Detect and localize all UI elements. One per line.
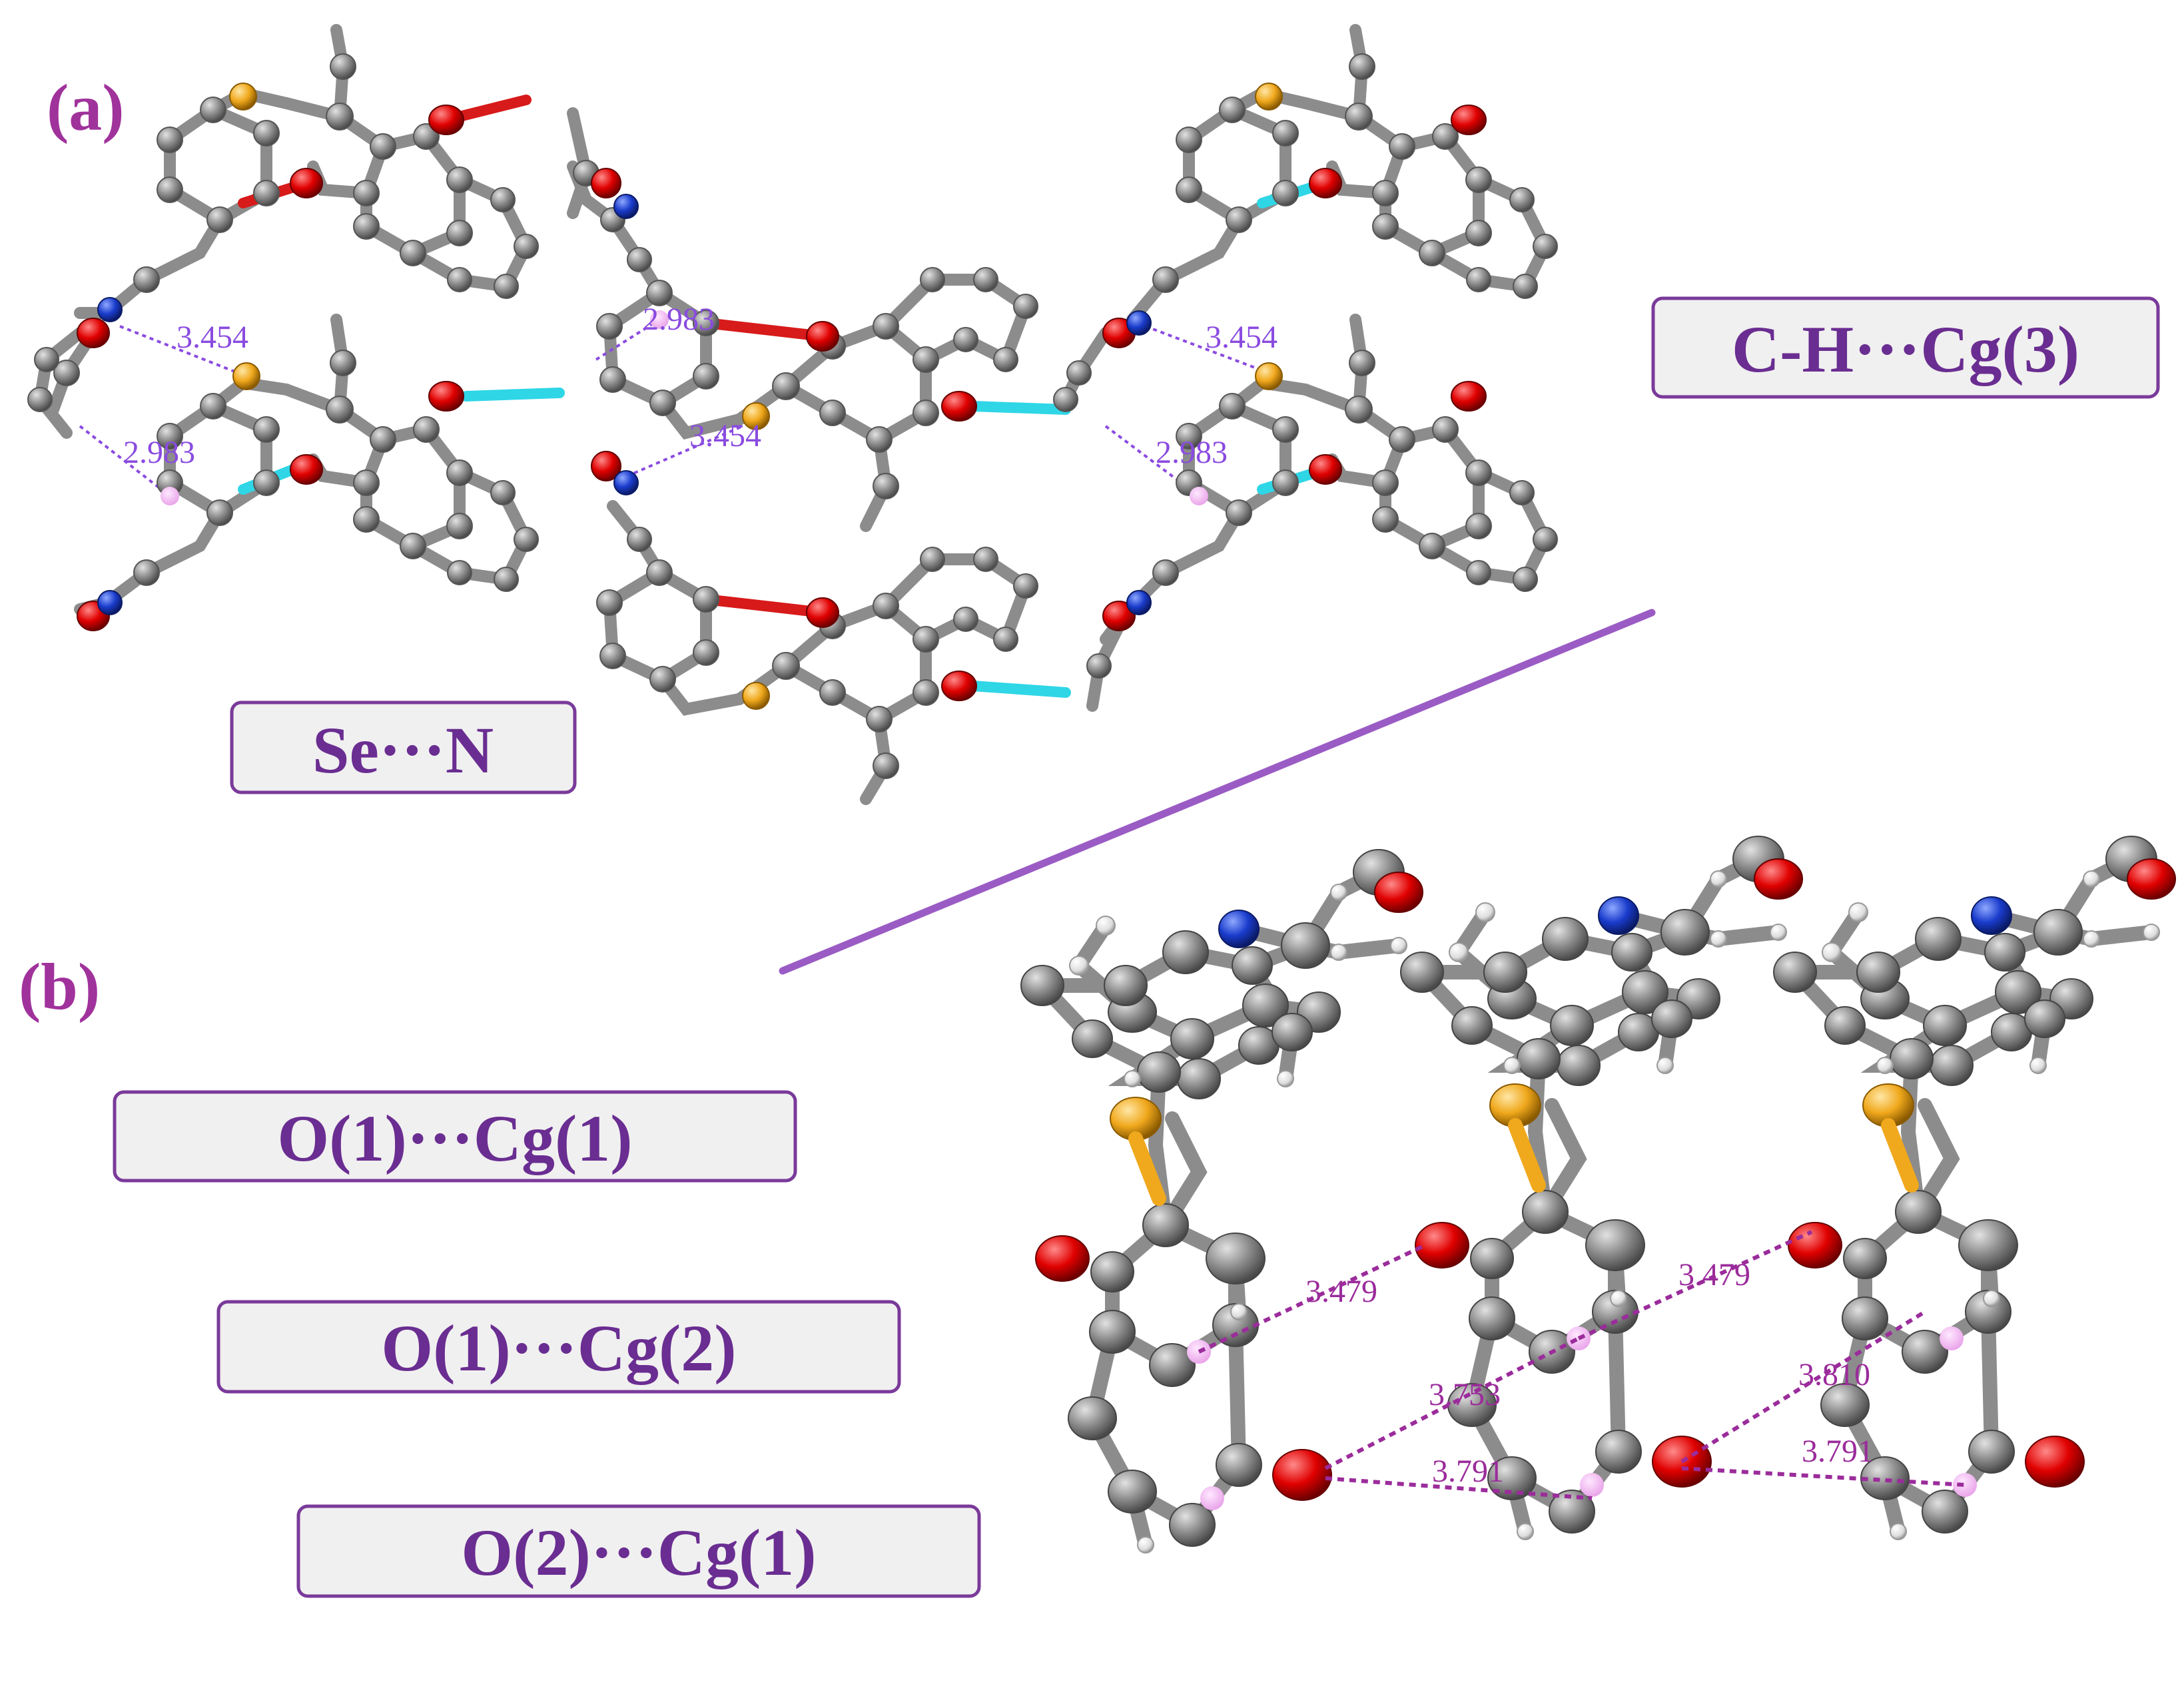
distance-label: 3.810: [1798, 1357, 1870, 1392]
label-o1-cg2: O(1)···Cg(2): [381, 1311, 736, 1385]
distance-label: 3.454: [177, 320, 248, 355]
panel-label-b: (b): [19, 950, 100, 1023]
label-box-o1-cg1: O(1)···Cg(1): [113, 1090, 797, 1183]
distance-labels-panel-b: 3.479 3.479 3.753 3.791 3.810 3.791: [1305, 1257, 1874, 1489]
label-box-o2-cg1: O(2)···Cg(1): [296, 1504, 981, 1598]
centroids-panel-a: [161, 310, 1208, 505]
carbon-atoms: [27, 53, 1558, 779]
red-contact: [701, 318, 828, 342]
distance-label: 3.753: [1429, 1377, 1501, 1412]
distance-label: 3.479: [1305, 1274, 1377, 1309]
contacts-panel-b: [1198, 1230, 1966, 1500]
label-box-se-n: Se···N: [230, 701, 577, 794]
label-box-ch-cg3: C-H···Cg(3): [1651, 296, 2160, 399]
label-o2-cg1: O(2)···Cg(1): [461, 1516, 816, 1589]
panel-divider: [779, 609, 1656, 975]
label-ch-cg3: C-H···Cg(3): [1732, 312, 2079, 386]
red-contact: [701, 594, 828, 618]
hbond: [967, 401, 1071, 415]
distance-label: 3.454: [1206, 320, 1277, 355]
atoms-panel-a: [27, 53, 1558, 779]
panel-label-a: (a): [47, 71, 125, 144]
selenium-atoms: [229, 83, 1283, 710]
distance-label: 2.983: [1156, 435, 1228, 470]
stacked-molecule: [1401, 836, 1802, 1540]
distance-label: 2.983: [643, 302, 715, 337]
label-o1-cg1: O(1)···Cg(1): [277, 1101, 632, 1175]
hbond: [967, 681, 1071, 698]
label-se-n: Se···N: [312, 713, 494, 787]
distance-label: 3.791: [1802, 1434, 1874, 1469]
distance-labels-panel-a: 3.454 2.983 2.983 3.454 3.454 2.983: [123, 302, 1277, 470]
nitrogen-atoms: [97, 194, 1152, 615]
hbond: [461, 388, 565, 402]
panel-b-structure: [1020, 836, 2175, 1553]
distance-label: 2.983: [123, 435, 195, 470]
distance-label: 3.791: [1432, 1454, 1504, 1489]
stacked-molecule: [1020, 849, 1423, 1553]
panel-a-structure: 3.454 2.983 2.983 3.454 3.454 2.983: [27, 24, 1558, 805]
label-box-o1-cg2: O(1)···Cg(2): [216, 1300, 901, 1394]
oxygen-atoms: [77, 105, 1487, 701]
distance-label: 3.454: [689, 418, 761, 453]
distance-label: 3.479: [1678, 1257, 1750, 1292]
